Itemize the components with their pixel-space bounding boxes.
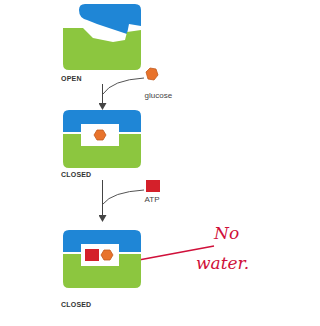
enzyme-illustration	[55, 222, 150, 302]
bound-glucose	[101, 250, 113, 260]
state-label: CLOSED	[61, 171, 91, 178]
atp-branch	[103, 190, 144, 204]
bound-glucose	[94, 130, 106, 140]
state-label: CLOSED	[61, 301, 91, 308]
atp-square	[146, 180, 160, 192]
blue-domain	[63, 110, 141, 132]
enzyme-state: OPEN	[55, 2, 150, 82]
substrate-label: glucose	[145, 91, 173, 100]
reaction-arrow	[102, 180, 103, 221]
green-domain	[63, 254, 141, 288]
enzyme-illustration	[55, 2, 150, 74]
substrate-label: ATP	[145, 195, 160, 204]
blue-domain	[79, 4, 141, 34]
blue-domain	[63, 230, 141, 252]
bound-atp	[85, 249, 99, 261]
enzyme-state: CLOSED	[55, 110, 150, 178]
enzyme-state: CLOSED	[55, 222, 150, 308]
reaction-arrow	[102, 84, 103, 109]
handwritten-note: No water.	[196, 218, 260, 278]
glucose-branch	[103, 78, 144, 94]
green-domain	[63, 28, 141, 70]
glucose-hexagon	[146, 68, 158, 80]
state-label: OPEN	[61, 75, 82, 82]
